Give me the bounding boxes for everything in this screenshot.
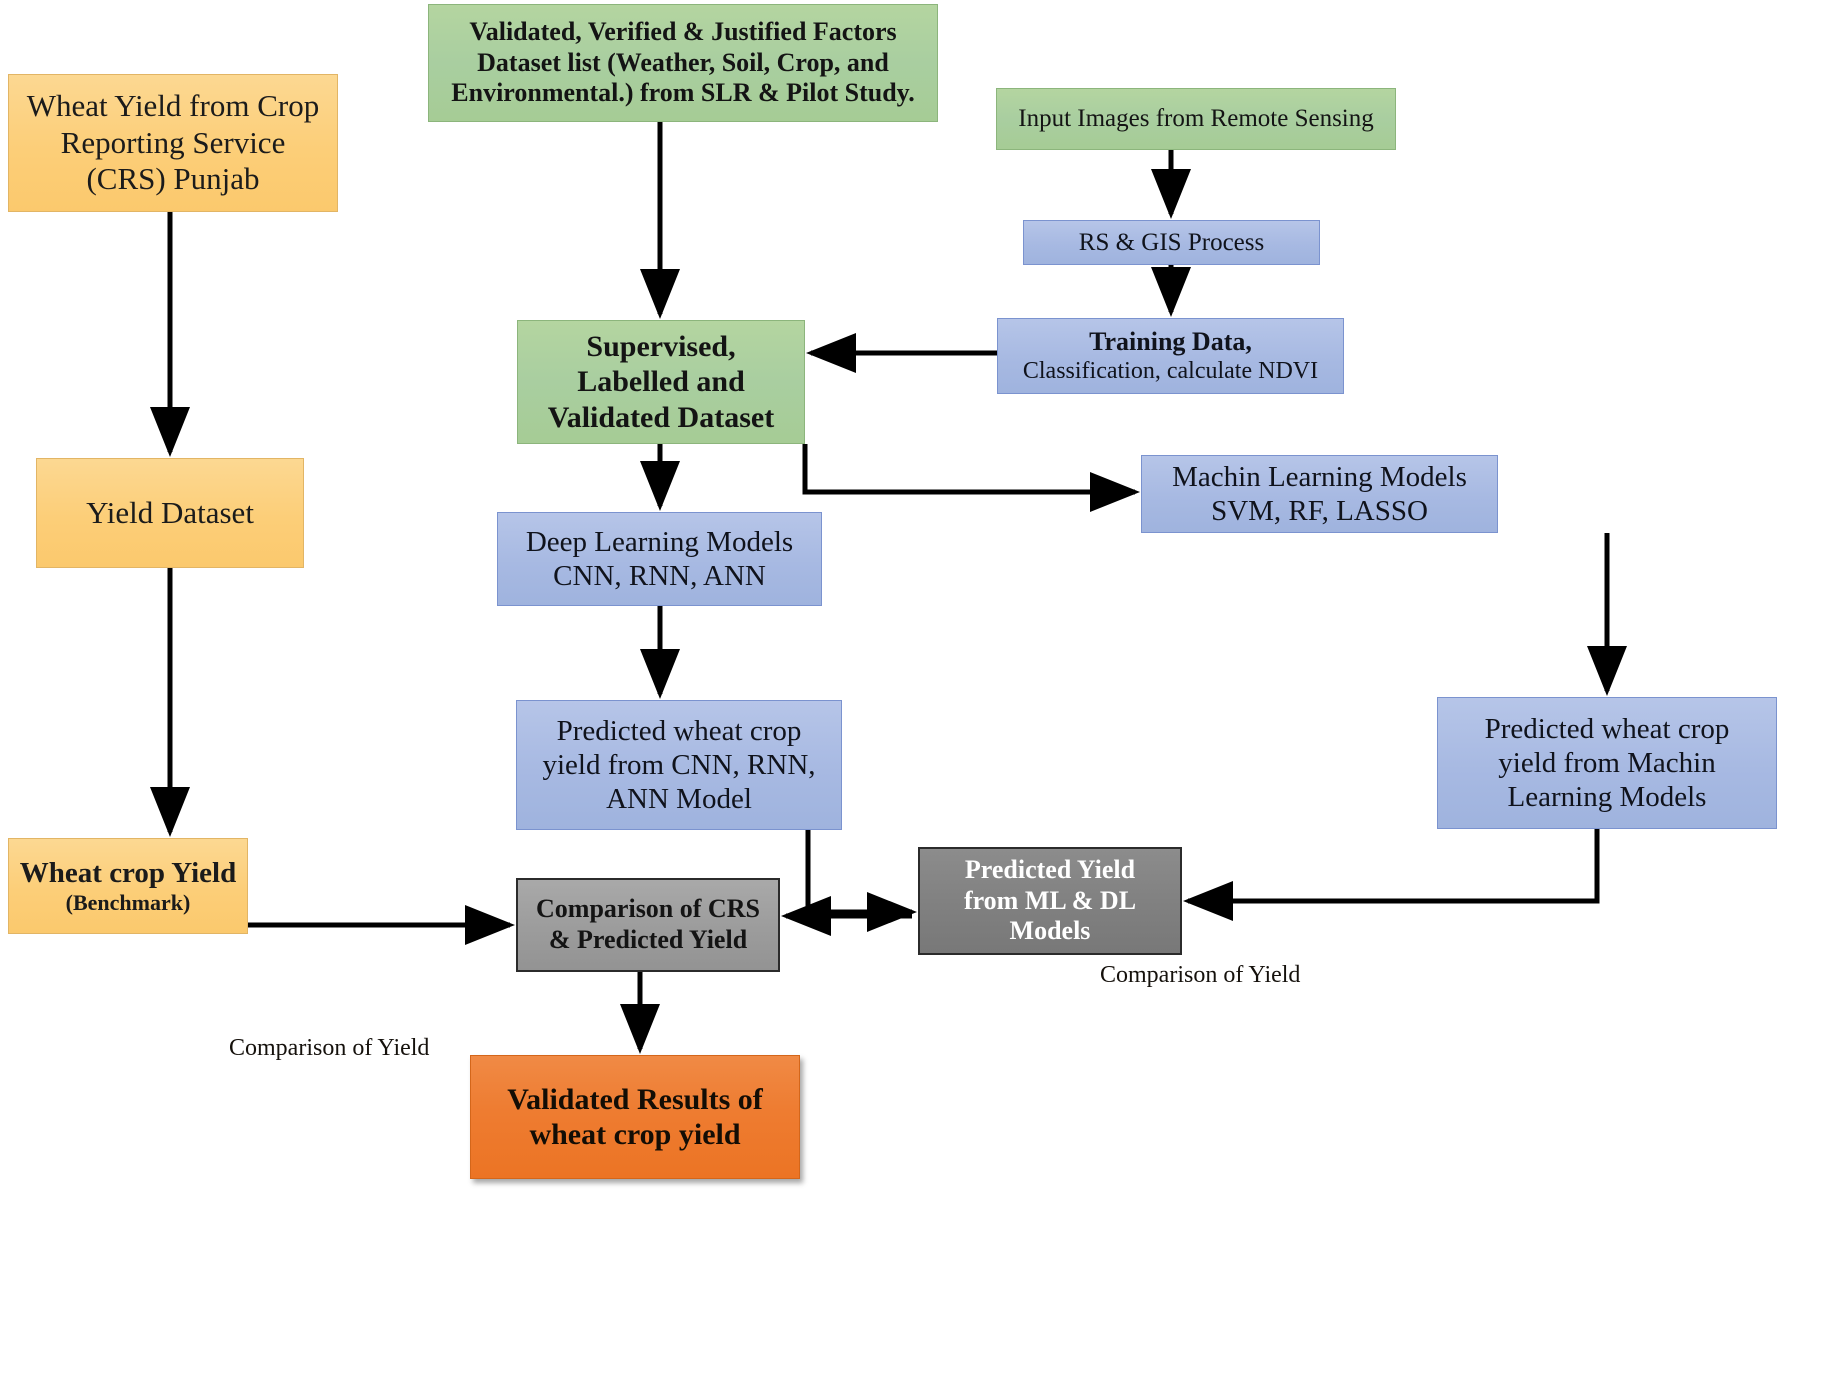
node-label-line1: Machin Learning Models xyxy=(1172,460,1467,493)
edge-label-comparison-of-yield-right: Comparison of Yield xyxy=(1100,962,1301,988)
node-label-line1: Supervised, xyxy=(586,329,736,363)
node-label-line3: Validated Dataset xyxy=(547,400,775,434)
node-validated-factors-dataset[interactable]: Validated, Verified & Justified Factors … xyxy=(428,4,938,122)
node-label: Yield Dataset xyxy=(86,494,254,530)
node-label-line1: Predicted Yield xyxy=(964,854,1136,884)
node-label-line2: Reporting Service xyxy=(60,124,286,160)
node-label-line2: Labelled and xyxy=(577,365,745,399)
node-label-line2: (Benchmark) xyxy=(65,890,191,916)
node-wheat-yield-crs[interactable]: Wheat Yield from Crop Reporting Service … xyxy=(8,74,338,212)
node-label-line3: ANN Model xyxy=(606,783,752,816)
edge-supervised-to-ml-models xyxy=(802,444,1140,512)
node-label-line3: Models xyxy=(1009,916,1091,946)
node-label-line2: Dataset list (Weather, Soil, Crop, and xyxy=(477,47,889,77)
node-training-data[interactable]: Training Data, Classification, calculate… xyxy=(997,318,1344,394)
node-label-line3: Learning Models xyxy=(1507,781,1707,814)
node-label-line2: CNN, RNN, ANN xyxy=(553,560,766,592)
node-label-line3: Environmental.) from SLR & Pilot Study. xyxy=(451,78,915,108)
node-label: Input Images from Remote Sensing xyxy=(1018,105,1374,133)
node-dl-predicted-yield[interactable]: Predicted wheat crop yield from CNN, RNN… xyxy=(516,700,842,830)
node-validated-results[interactable]: Validated Results of wheat crop yield xyxy=(470,1055,800,1179)
node-machine-learning-models[interactable]: Machin Learning Models SVM, RF, LASSO xyxy=(1141,455,1498,533)
node-label-line3: (CRS) Punjab xyxy=(86,161,260,197)
node-wheat-crop-yield-benchmark[interactable]: Wheat crop Yield (Benchmark) xyxy=(8,838,248,934)
node-label-line2: & Predicted Yield xyxy=(548,925,748,954)
edge-ml-predicted-to-predicted-yield xyxy=(1183,829,1600,921)
node-label-line2: wheat crop yield xyxy=(529,1118,741,1151)
node-label-line2: yield from Machin xyxy=(1498,746,1716,779)
node-label-line1: Comparison of CRS xyxy=(536,894,760,924)
edge-label-comparison-of-yield-left: Comparison of Yield xyxy=(229,1035,430,1061)
node-label-line2: Classification, calculate NDVI xyxy=(1022,358,1319,385)
node-rs-gis-process[interactable]: RS & GIS Process xyxy=(1023,220,1320,265)
node-label: RS & GIS Process xyxy=(1078,228,1265,256)
node-predicted-yield-ml-dl-models[interactable]: Predicted Yield from ML & DL Models xyxy=(918,847,1182,955)
node-label-line1: Validated Results of xyxy=(507,1082,763,1116)
node-label-line1: Wheat crop Yield xyxy=(19,856,237,889)
node-label-line1: Wheat Yield from Crop xyxy=(26,88,320,124)
node-label-line2: SVM, RF, LASSO xyxy=(1211,495,1428,527)
node-label-line1: Predicted wheat crop xyxy=(556,714,802,747)
node-label-line1: Training Data, xyxy=(1089,326,1252,356)
node-label-line2: from ML & DL xyxy=(963,885,1137,915)
edge-dl-predicted-to-predicted-yield xyxy=(805,830,917,932)
node-comparison-crs-predicted-yield[interactable]: Comparison of CRS & Predicted Yield xyxy=(516,878,780,972)
node-label-line2: yield from CNN, RNN, xyxy=(542,748,816,781)
node-supervised-labelled-validated-dataset[interactable]: Supervised, Labelled and Validated Datas… xyxy=(517,320,805,444)
node-deep-learning-models[interactable]: Deep Learning Models CNN, RNN, ANN xyxy=(497,512,822,606)
node-input-images-remote-sensing[interactable]: Input Images from Remote Sensing xyxy=(996,88,1396,150)
node-label-line1: Deep Learning Models xyxy=(525,525,794,558)
node-label-line1: Validated, Verified & Justified Factors xyxy=(469,16,897,46)
node-label-line1: Predicted wheat crop xyxy=(1484,712,1730,745)
node-yield-dataset[interactable]: Yield Dataset xyxy=(36,458,304,568)
node-ml-predicted-yield[interactable]: Predicted wheat crop yield from Machin L… xyxy=(1437,697,1777,829)
